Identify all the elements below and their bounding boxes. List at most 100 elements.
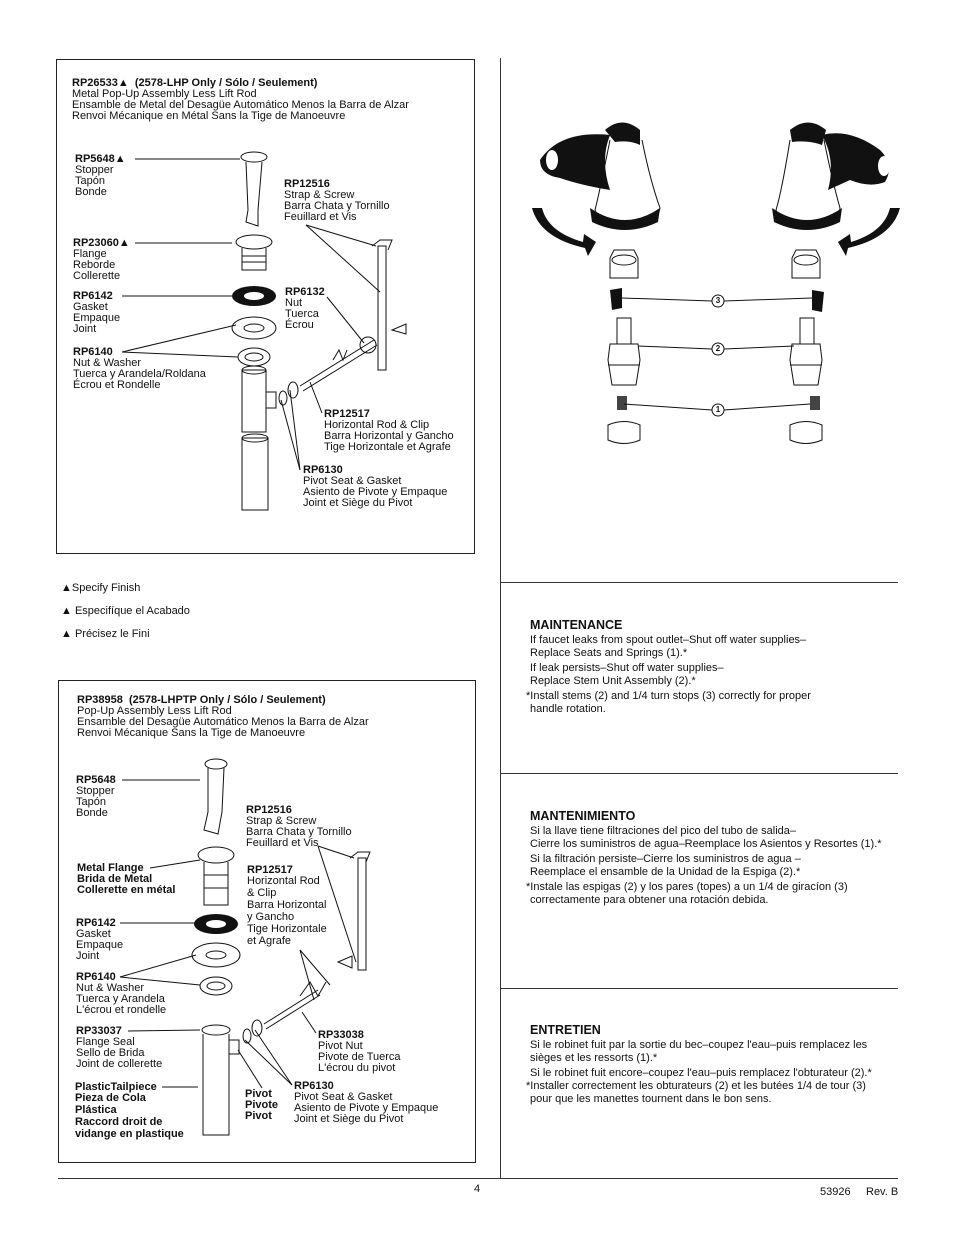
part-line: Tige Horizontale et Agrafe xyxy=(324,441,451,453)
part-line: Pivot Seat & Gasket xyxy=(294,1091,393,1103)
part-line: Sello de Brida xyxy=(76,1047,145,1059)
kit2-part-nut-washer: RP6140 Nut & Washer Tuerca y Arandela L'… xyxy=(76,972,166,1016)
part-line: PlasticTailpiece xyxy=(75,1081,157,1093)
part-code: RP6140 xyxy=(76,971,116,983)
kit1-part-stopper: RP5648▲ Stopper Tapón Bonde xyxy=(75,154,126,198)
part-line: L'écrou du pivot xyxy=(318,1062,396,1074)
kit2-note: (2578-LHPTP Only / Sólo / Seulement) xyxy=(129,694,326,706)
part-line: Tuerca y Arandela/Roldana xyxy=(73,368,206,380)
kit2-box xyxy=(58,680,476,1163)
maintenance-line: Replace Stem Unit Assembly (2).* xyxy=(530,675,696,687)
part-line: Pivot xyxy=(245,1088,272,1100)
doc-number: 53926 xyxy=(820,1186,851,1198)
kit2-part-pivot-seat: RP6130 Pivot Seat & Gasket Asiento de Pi… xyxy=(294,1081,438,1125)
part-code: RP5648▲ xyxy=(75,153,126,165)
entretien-title: ENTRETIEN xyxy=(530,1023,601,1037)
part-line: Stopper xyxy=(76,785,115,797)
part-line: Écrou xyxy=(285,319,314,331)
divider-entretien xyxy=(501,988,898,989)
kit2-part-tailpiece: PlasticTailpiece Pieza de Cola Plástica … xyxy=(75,1081,184,1141)
part-line: Stopper xyxy=(75,164,114,176)
kit2-header: RP38958 (2578-LHPTP Only / Sólo / Seulem… xyxy=(77,695,369,739)
part-line: Asiento de Pivote y Empaque xyxy=(303,486,448,498)
part-line: Nut & Washer xyxy=(76,982,145,994)
part-line: Barra Horizontal xyxy=(247,899,327,911)
part-code: RP33037 xyxy=(76,1025,122,1037)
part-code: RP6130 xyxy=(303,464,343,476)
part-line: Flange xyxy=(73,248,107,260)
kit1-desc-fr: Renvoi Mécanique en Métal Sans la Tige d… xyxy=(72,110,346,122)
mantenimiento-line: Si la llave tiene filtraciones del pico … xyxy=(530,825,796,837)
entretien-line: Si le robinet fuit encore–coupez l'eau–p… xyxy=(530,1067,872,1079)
callout-2: 2 xyxy=(715,344,721,353)
part-line: Empaque xyxy=(73,312,121,324)
kit1-part-nut: RP6132 Nut Tuerca Écrou xyxy=(285,287,325,331)
part-line: Empaque xyxy=(76,939,124,951)
kit2-desc-en: Pop-Up Assembly Less Lift Rod xyxy=(77,705,232,717)
maintenance-line: If faucet leaks from spout outlet–Shut o… xyxy=(530,634,807,646)
part-line: Pivot xyxy=(245,1110,272,1122)
part-line: Gasket xyxy=(76,928,111,940)
kit2-part-strap: RP12516 Strap & Screw Barra Chata y Torn… xyxy=(246,805,352,849)
part-code: RP6140 xyxy=(73,346,113,358)
mantenimiento-line: Cierre los suministros de agua–Reemplace… xyxy=(530,838,882,850)
kit1-header: RP26533▲ (2578-LHP Only / Sólo / Seuleme… xyxy=(72,78,409,122)
page-number: 4 xyxy=(474,1183,481,1195)
part-line: Gasket xyxy=(73,301,108,313)
maintenance-section: MAINTENANCE If faucet leaks from spout o… xyxy=(526,618,811,716)
part-line: Joint de collerette xyxy=(76,1058,163,1070)
callout-3: 3 xyxy=(715,296,721,305)
finish-note-fr: ▲ Précisez le Fini xyxy=(61,628,150,640)
kit2-part-pivot-nut: RP33038 Pivot Nut Pivote de Tuerca L'écr… xyxy=(318,1030,401,1074)
part-code: RP6132 xyxy=(285,286,325,298)
part-line: Strap & Screw xyxy=(284,189,355,201)
part-line: Asiento de Pivote y Empaque xyxy=(294,1102,439,1114)
part-line: Horizontal Rod xyxy=(247,875,320,887)
part-code: RP12516 xyxy=(284,178,330,190)
kit2-part-stopper: RP5648 Stopper Tapón Bonde xyxy=(76,775,116,819)
part-line: & Clip xyxy=(247,887,277,899)
part-line: Joint xyxy=(76,950,100,962)
maintenance-line: If leak persists–Shut off water supplies… xyxy=(530,662,724,674)
part-line: y Gancho xyxy=(247,911,295,923)
part-code: RP12517 xyxy=(247,864,293,876)
kit1-code: RP26533▲ xyxy=(72,77,129,89)
part-line: Raccord droit de xyxy=(75,1116,163,1128)
divider-mantenimiento xyxy=(501,773,898,774)
part-code: RP12516 xyxy=(246,804,292,816)
part-code: RP33038 xyxy=(318,1029,364,1041)
part-line: Feuillard et Vis xyxy=(284,211,357,223)
part-line: L'écrou et rondelle xyxy=(76,1004,167,1016)
entretien-line: Si le robinet fuit par la sortie du bec–… xyxy=(530,1039,868,1051)
maintenance-note: *Install stems (2) and 1/4 turn stops (3… xyxy=(526,690,811,702)
part-code: RP6142 xyxy=(73,290,113,302)
part-line: Tige Horizontale xyxy=(247,923,327,935)
part-line: Pivote de Tuerca xyxy=(318,1051,401,1063)
kit1-part-strap: RP12516 Strap & Screw Barra Chata y Torn… xyxy=(284,179,390,223)
part-line: Tuerca y Arandela xyxy=(76,993,165,1005)
kit1-part-horizontal-rod: RP12517 Horizontal Rod & Clip Barra Hori… xyxy=(324,409,454,453)
part-line: Barra Chata y Tornillo xyxy=(284,200,390,212)
kit2-desc-fr: Renvoi Mécanique Sans la Tige de Manoeuv… xyxy=(77,727,306,739)
part-line: Strap & Screw xyxy=(246,815,317,827)
part-line: Nut xyxy=(285,297,303,309)
part-code: RP6130 xyxy=(294,1080,334,1092)
finish-note-es: ▲ Especifíque el Acabado xyxy=(61,605,190,617)
revision: Rev. B xyxy=(866,1186,899,1198)
part-line: Feuillard et Vis xyxy=(246,837,319,849)
part-line: Pieza de Cola xyxy=(75,1092,146,1104)
part-code: RP23060▲ xyxy=(73,237,130,249)
mantenimiento-title: MANTENIMIENTO xyxy=(530,809,636,823)
part-line: Collerette en métal xyxy=(77,884,176,896)
part-line: Pivot Seat & Gasket xyxy=(303,475,402,487)
mantenimiento-note: *Instale las espigas (2) y los pares (to… xyxy=(526,881,848,893)
kit1-box xyxy=(56,59,475,554)
kit2-part-horizontal-rod: RP12517 Horizontal Rod & Clip Barra Hori… xyxy=(247,864,327,947)
part-line: Metal Flange xyxy=(77,862,144,874)
kit2-part-metal-flange: Metal Flange Brida de Metal Collerette e… xyxy=(77,863,175,896)
kit1-part-pivot-seat: RP6130 Pivot Seat & Gasket Asiento de Pi… xyxy=(303,465,447,509)
part-line: Pivot Nut xyxy=(318,1040,363,1052)
finish-note-en: ▲Specify Finish xyxy=(61,582,141,594)
